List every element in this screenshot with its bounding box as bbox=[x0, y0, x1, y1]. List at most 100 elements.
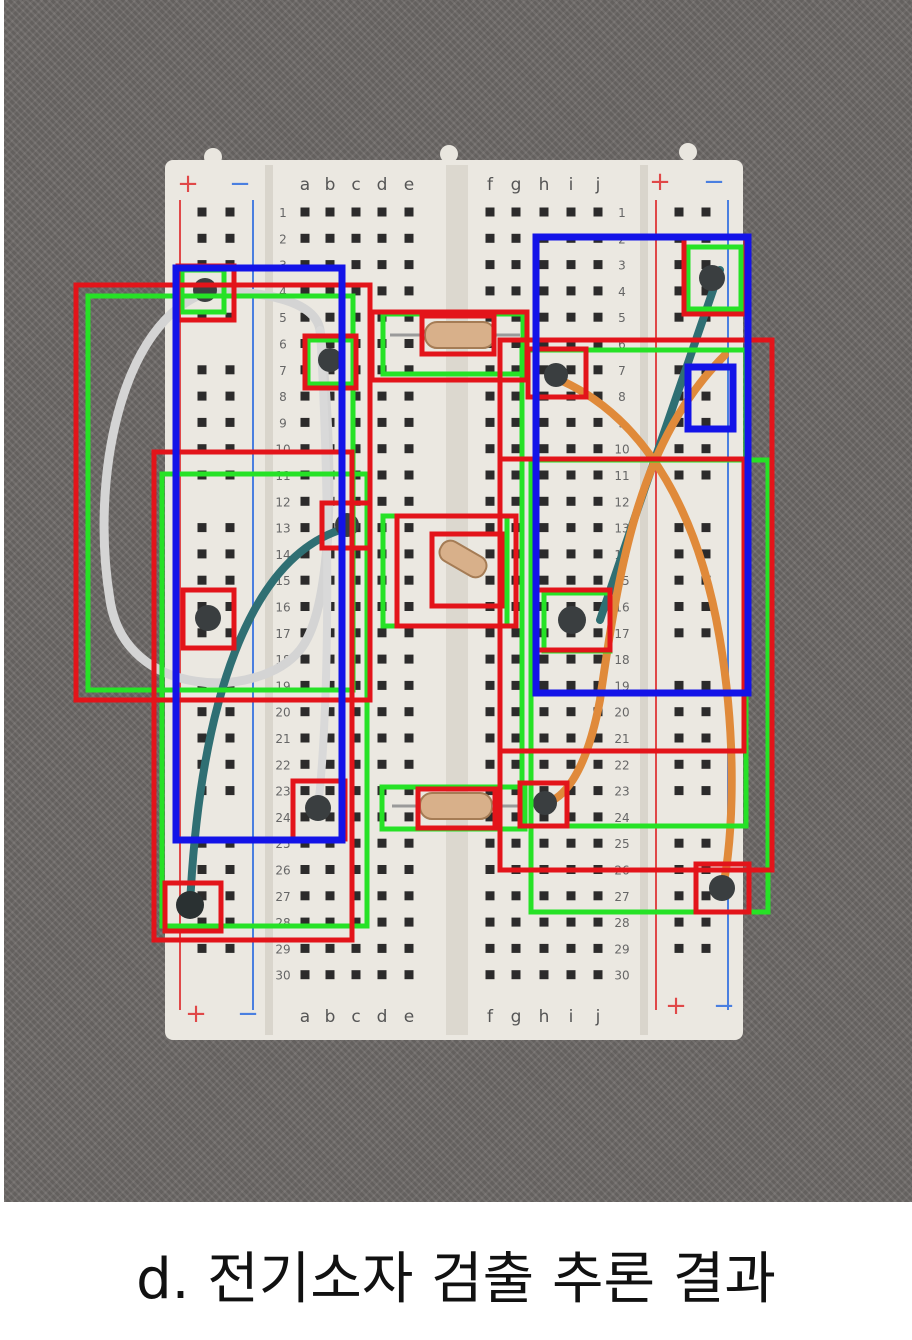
breadboard-hole bbox=[566, 759, 576, 769]
breadboard-hole bbox=[404, 575, 414, 585]
breadboard-hole bbox=[351, 970, 361, 980]
rail-hole bbox=[701, 707, 711, 717]
column-label: c bbox=[351, 175, 360, 195]
rail-hole bbox=[225, 575, 235, 585]
breadboard-hole bbox=[300, 391, 310, 401]
breadboard-hole bbox=[300, 207, 310, 217]
breadboard-hole bbox=[300, 549, 310, 559]
breadboard-hole bbox=[593, 812, 603, 822]
breadboard-hole bbox=[300, 312, 310, 322]
breadboard-hole bbox=[566, 260, 576, 270]
rail-hole bbox=[674, 628, 684, 638]
rail-minus-sign: − bbox=[703, 167, 725, 197]
breadboard-hole bbox=[485, 417, 495, 427]
breadboard-hole bbox=[377, 891, 387, 901]
breadboard-hole bbox=[300, 970, 310, 980]
breadboard-hole bbox=[566, 680, 576, 690]
red-box bbox=[369, 309, 530, 383]
wire-end-6 bbox=[176, 891, 204, 919]
row-number: 16 bbox=[275, 601, 290, 615]
breadboard-hole bbox=[377, 444, 387, 454]
rail-minus-sign: − bbox=[237, 999, 259, 1029]
breadboard-hole bbox=[404, 391, 414, 401]
breadboard-hole bbox=[325, 865, 335, 874]
rail-hole bbox=[225, 549, 235, 559]
breadboard-hole bbox=[539, 523, 549, 533]
breadboard-hole bbox=[539, 786, 549, 796]
breadboard-hole bbox=[593, 917, 603, 927]
rail-hole bbox=[197, 233, 207, 243]
breadboard-hole bbox=[377, 496, 387, 506]
breadboard-hole bbox=[300, 233, 310, 243]
row-number: 8 bbox=[618, 390, 626, 404]
breadboard-hole bbox=[485, 733, 495, 743]
row-number: 22 bbox=[275, 758, 290, 772]
breadboard-hole bbox=[511, 970, 521, 980]
breadboard-hole bbox=[593, 496, 603, 506]
row-number: 27 bbox=[275, 890, 290, 904]
red-box bbox=[415, 786, 498, 831]
rail-plus-sign: + bbox=[665, 991, 687, 1021]
rail-hole bbox=[701, 602, 711, 611]
breadboard-hole bbox=[511, 917, 521, 927]
breadboard-hole bbox=[566, 575, 576, 585]
red-box bbox=[302, 333, 359, 391]
rail-hole bbox=[674, 417, 684, 427]
breadboard-hole bbox=[511, 444, 521, 454]
breadboard-hole bbox=[566, 838, 576, 848]
wire-end-4 bbox=[195, 605, 221, 631]
breadboard-hole bbox=[404, 339, 414, 348]
rail-hole bbox=[197, 891, 207, 901]
rail-hole bbox=[674, 917, 684, 927]
breadboard-hole bbox=[351, 417, 361, 427]
rail-hole bbox=[225, 943, 235, 953]
rail-hole bbox=[701, 733, 711, 743]
breadboard-hole bbox=[593, 602, 603, 611]
wire-end-10 bbox=[533, 791, 557, 815]
breadboard-hole bbox=[404, 365, 414, 375]
rail-hole bbox=[197, 865, 207, 874]
breadboard-hole bbox=[511, 417, 521, 427]
breadboard-hole bbox=[325, 680, 335, 690]
rail-hole bbox=[225, 759, 235, 769]
breadboard-hole bbox=[485, 838, 495, 848]
breadboard-hole bbox=[404, 523, 414, 533]
row-number: 17 bbox=[275, 627, 290, 641]
breadboard-hole bbox=[404, 233, 414, 243]
breadboard-hole bbox=[351, 733, 361, 743]
breadboard-hole bbox=[404, 786, 414, 796]
rail-hole bbox=[701, 391, 711, 401]
row-number: 17 bbox=[614, 627, 629, 641]
resistor-top bbox=[424, 321, 496, 349]
breadboard-hole bbox=[300, 759, 310, 769]
rail-hole bbox=[225, 602, 235, 611]
breadboard-hole bbox=[539, 943, 549, 953]
green-box bbox=[305, 337, 356, 387]
breadboard-hole bbox=[593, 838, 603, 848]
breadboard-hole bbox=[539, 733, 549, 743]
row-number: 1 bbox=[279, 206, 287, 220]
breadboard-hole bbox=[539, 812, 549, 822]
breadboard-hole bbox=[593, 365, 603, 375]
rail-hole bbox=[701, 286, 711, 296]
breadboard-hole bbox=[351, 575, 361, 585]
rail-hole bbox=[674, 444, 684, 454]
row-number: 20 bbox=[275, 706, 290, 720]
breadboard-hole bbox=[485, 549, 495, 559]
breadboard-hole bbox=[300, 286, 310, 296]
rail-hole bbox=[197, 549, 207, 559]
breadboard-hole bbox=[300, 628, 310, 638]
breadboard-hole bbox=[377, 680, 387, 690]
red-box bbox=[497, 456, 747, 754]
blue-box bbox=[684, 363, 737, 433]
breadboard-hole bbox=[485, 970, 495, 980]
breadboard-hole bbox=[404, 654, 414, 664]
row-number: 6 bbox=[618, 338, 626, 352]
row-number: 26 bbox=[275, 864, 290, 878]
breadboard-hole bbox=[300, 917, 310, 927]
breadboard-hole bbox=[351, 812, 361, 822]
breadboard-hole bbox=[325, 759, 335, 769]
breadboard-hole bbox=[377, 838, 387, 848]
wire-end-8 bbox=[544, 363, 568, 387]
breadboard-hole bbox=[593, 943, 603, 953]
